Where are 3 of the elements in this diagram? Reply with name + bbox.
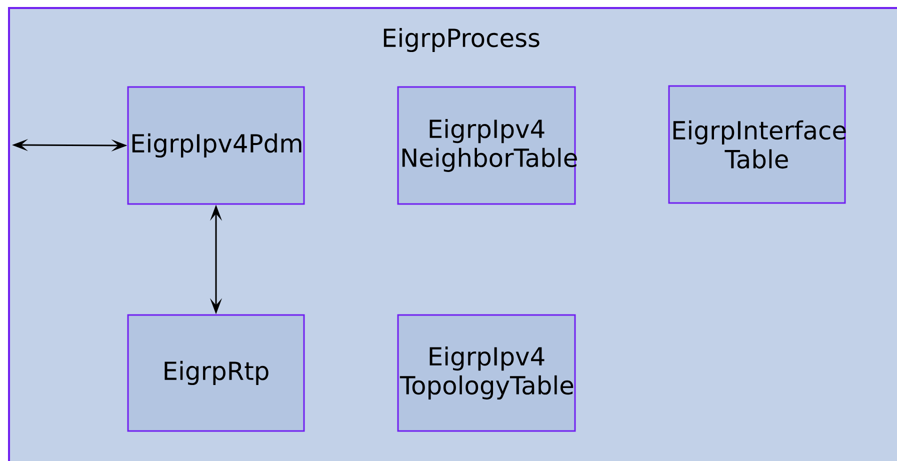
module-box: EigrpIpv4Pdm xyxy=(127,86,305,205)
module-box: EigrpIpv4 TopologyTable xyxy=(397,314,576,432)
module-box: EigrpRtp xyxy=(127,314,305,432)
